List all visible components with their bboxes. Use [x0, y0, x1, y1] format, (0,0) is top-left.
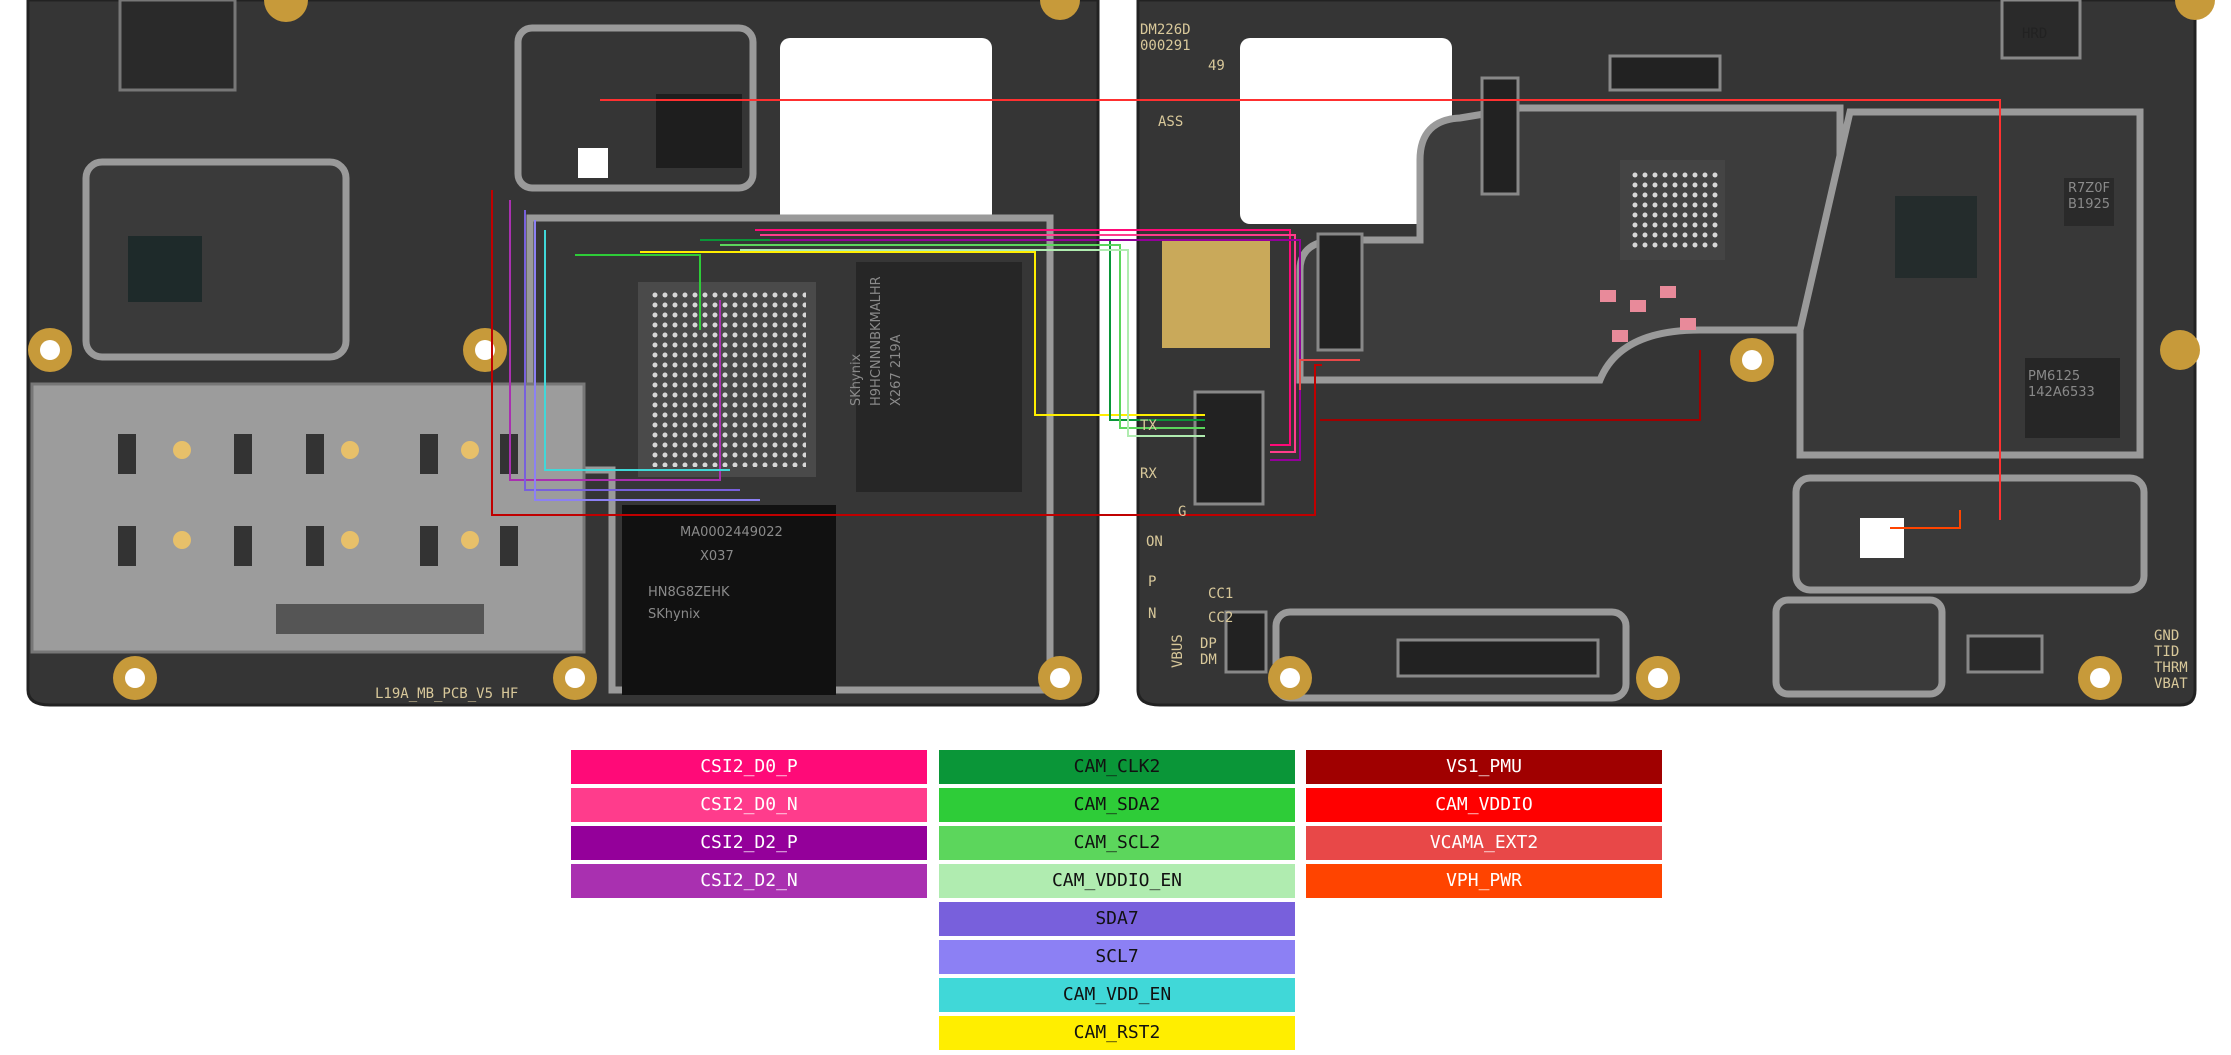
- legend-item: CAM_SCL2: [939, 826, 1295, 860]
- rear-camera-fpc-connector: [1193, 390, 1265, 506]
- legend-item: CAM_VDDIO: [1306, 788, 1662, 822]
- legend-item: CSI2_D0_P: [571, 750, 927, 784]
- silk-on: ON: [1146, 534, 1163, 550]
- emmc-text-3: X037: [700, 549, 734, 564]
- legend-item: CAM_VDD_EN: [939, 978, 1295, 1012]
- right-pcb-code-line1: DM226D: [1140, 22, 1191, 38]
- right-window-cutout: [1240, 38, 1452, 224]
- ram-chip-text-1: SKhynix: [849, 353, 864, 406]
- legend-column-power: VS1_PMU CAM_VDDIO VCAMA_EXT2 VPH_PWR: [1306, 750, 1662, 902]
- silk-cc1: CC1: [1208, 586, 1233, 602]
- right-board-half: [1136, 0, 2215, 707]
- legend-item: SDA7: [939, 902, 1295, 936]
- top-fpc-connector: [1608, 54, 1722, 92]
- silk-hrd: HRD: [2022, 26, 2047, 42]
- silk-ass: ASS: [1158, 114, 1183, 130]
- pmic-chip-text-1: PM6125: [2028, 369, 2080, 384]
- rf-chip-text-2: B1925: [2068, 197, 2110, 212]
- rf-chip-text-1: R7Z0F: [2068, 181, 2110, 196]
- silk-thrm: THRM: [2154, 660, 2188, 676]
- silk-49: 49: [1208, 58, 1225, 74]
- silk-p: P: [1148, 574, 1156, 590]
- camera-connector: [1316, 232, 1364, 352]
- emmc-text-2: HN8G8ZEHK: [648, 585, 730, 600]
- legend-item: VS1_PMU: [1306, 750, 1662, 784]
- silk-n: N: [1148, 606, 1156, 622]
- left-window-cutout: [780, 38, 992, 224]
- legend-item: CSI2_D0_N: [571, 788, 927, 822]
- ram-chip: [856, 262, 1022, 492]
- pcb-board-diagram: L19A_MB_PCB_V5 HF DM226D 000291 ASS 49 H…: [26, 0, 2215, 707]
- left-board-half: [26, 0, 1100, 707]
- legend-item: VCAMA_EXT2: [1306, 826, 1662, 860]
- ram-chip-text-3: X267 219A: [889, 334, 904, 406]
- legend-item: CAM_CLK2: [939, 750, 1295, 784]
- silk-dp: DP: [1200, 636, 1217, 652]
- silk-dm: DM: [1200, 652, 1217, 668]
- legend-item: CAM_SDA2: [939, 788, 1295, 822]
- pmic-chip-text-2: 142A6533: [2028, 385, 2095, 400]
- battery-connector: [1966, 634, 2044, 674]
- legend-item: SCL7: [939, 940, 1295, 974]
- legend-column-csi: CSI2_D0_P CSI2_D0_N CSI2_D2_P CSI2_D2_N: [571, 750, 927, 902]
- legend-item: VPH_PWR: [1306, 864, 1662, 898]
- silk-cc2: CC2: [1208, 610, 1233, 626]
- emmc-chip: [622, 505, 836, 695]
- silk-tx: TX: [1140, 418, 1157, 434]
- legend-item: CSI2_D2_P: [571, 826, 927, 860]
- emmc-text-1: SKhynix: [648, 607, 701, 622]
- display-fpc-connector: [1396, 638, 1600, 678]
- left-rf-chip: [128, 236, 202, 302]
- legend-item: CAM_VDDIO_EN: [939, 864, 1295, 898]
- legend-item: CSI2_D2_N: [571, 864, 927, 898]
- silk-rx: RX: [1140, 466, 1157, 482]
- silk-vbat: VBAT: [2154, 676, 2188, 692]
- ram-chip-text-2: H9HCNNNBKMALHR: [869, 276, 884, 406]
- silk-tid: TID: [2154, 644, 2179, 660]
- silk-vbus: VBUS: [1170, 634, 1186, 668]
- signal-traces: [491, 99, 2001, 529]
- silk-gnd: GND: [2154, 628, 2179, 644]
- legend-column-cam: CAM_CLK2 CAM_SDA2 CAM_SCL2 CAM_VDDIO_EN …: [939, 750, 1295, 1054]
- legend-item: CAM_RST2: [939, 1016, 1295, 1050]
- gold-shield-pad: [1162, 240, 1270, 348]
- usb-connector: [1224, 610, 1268, 674]
- left-pcb-label: L19A_MB_PCB_V5 HF: [375, 686, 518, 702]
- right-pcb-code-line2: 000291: [1140, 38, 1191, 54]
- silk-g: G: [1178, 504, 1186, 520]
- emmc-text-4: MA0002449022: [680, 525, 783, 540]
